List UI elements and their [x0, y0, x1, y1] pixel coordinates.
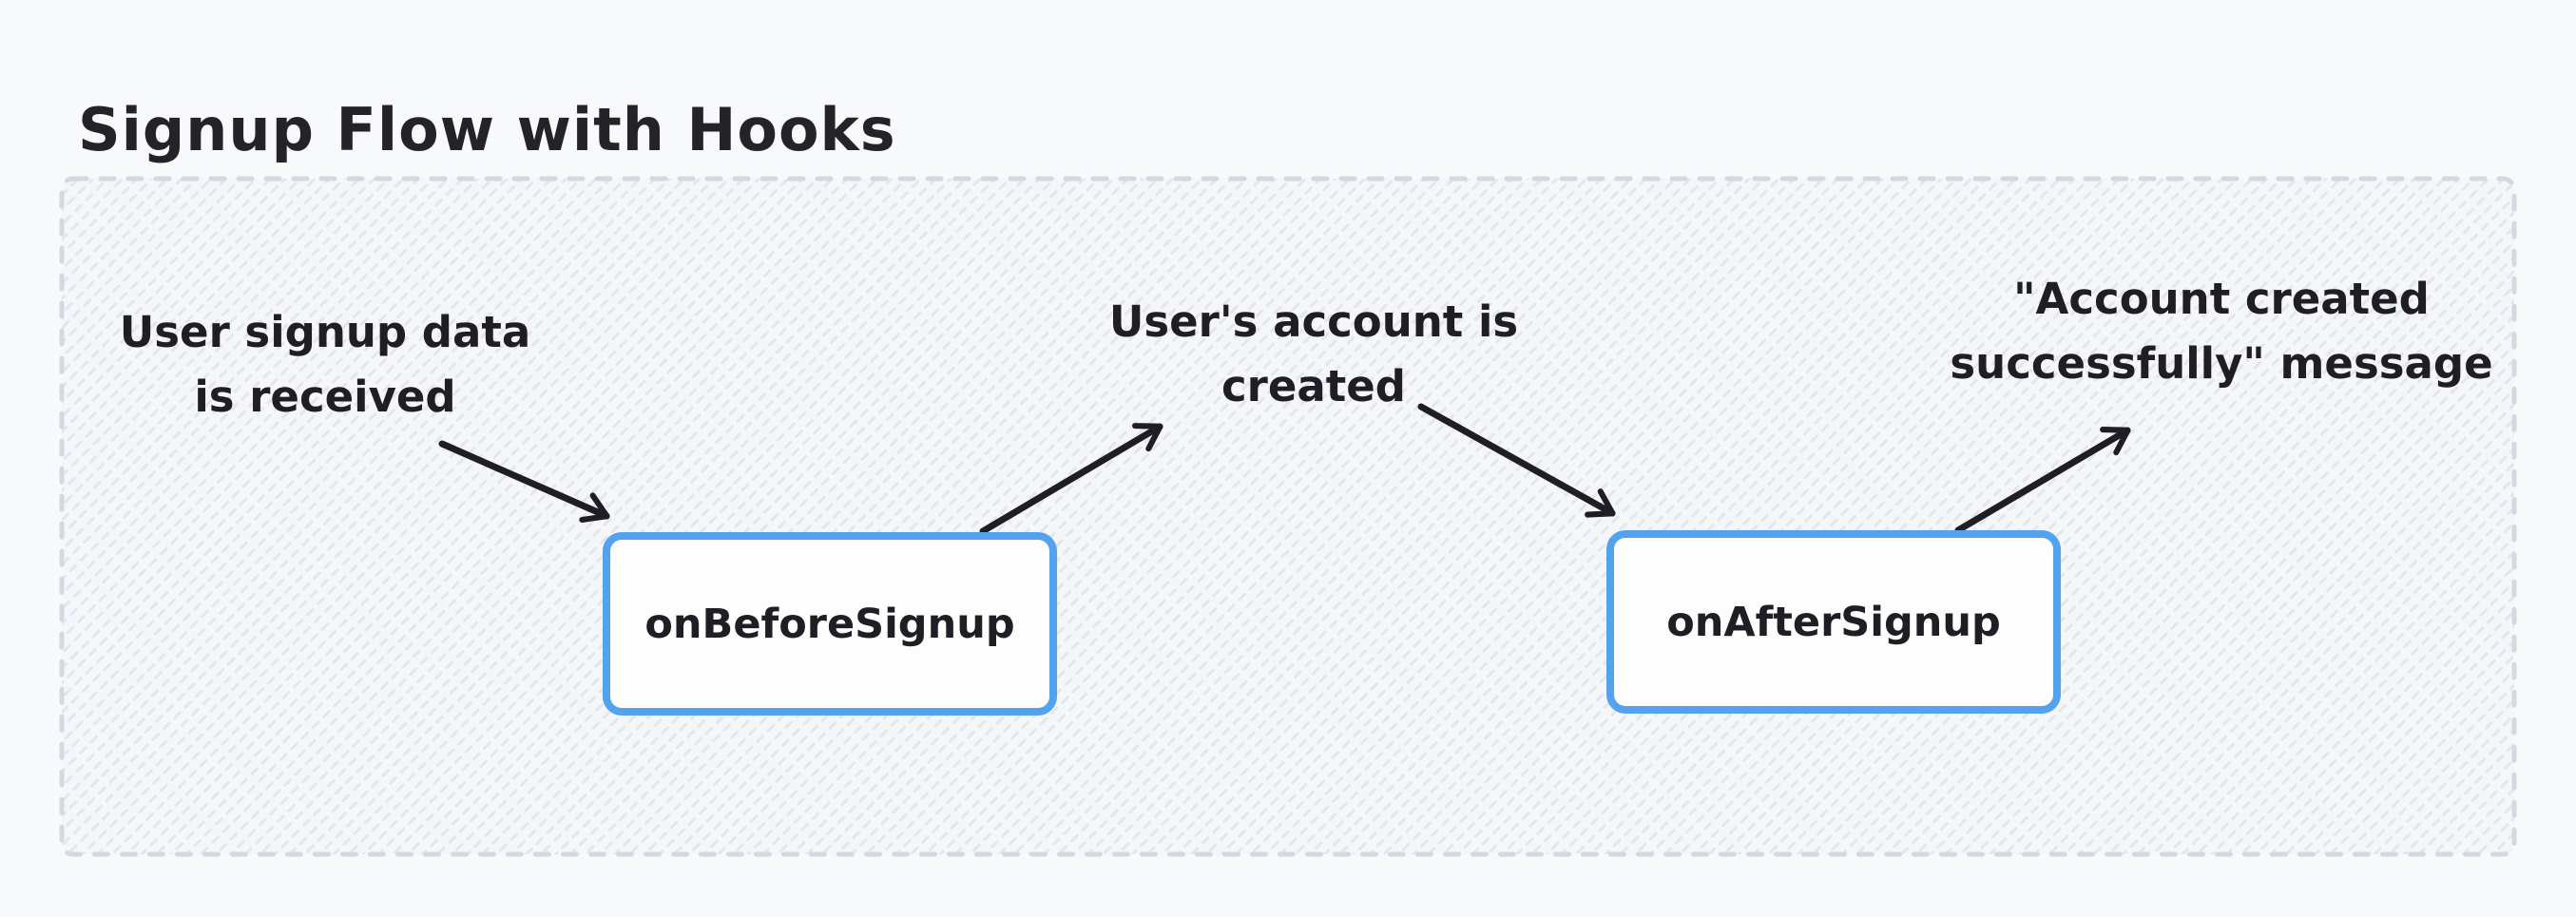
arrow-account-created-to-onaftersignup[interactable]: [1417, 403, 1616, 518]
annotation-line: User signup data: [119, 307, 531, 357]
page-title: Signup Flow with Hooks: [78, 94, 896, 164]
annotation-line: created: [1221, 361, 1406, 412]
node-onaftersignup[interactable]: onAfterSignup: [1606, 530, 2061, 714]
annotation-line: "Account created: [2013, 274, 2430, 324]
annotation-line: is received: [194, 372, 456, 423]
annotation-account-created[interactable]: User's account is created: [1076, 290, 1551, 420]
annotation-success-message[interactable]: "Account created successfully" message: [1917, 267, 2526, 397]
node-label: onBeforeSignup: [644, 600, 1015, 648]
node-label: onAfterSignup: [1666, 598, 2001, 646]
flow-frame: User signup data is received User's acco…: [59, 176, 2517, 857]
annotation-line: User's account is: [1108, 296, 1519, 347]
arrow-onaftersignup-to-success-message[interactable]: [1954, 427, 2131, 534]
annotation-signup-data[interactable]: User signup data is received: [87, 300, 563, 430]
frame-dashed-border: [59, 176, 2517, 857]
annotation-line: successfully" message: [1950, 338, 2493, 390]
node-onbeforesignup[interactable]: onBeforeSignup: [603, 532, 1057, 716]
arrow-signup-data-to-onbeforesignup[interactable]: [438, 440, 610, 524]
arrow-onbeforesignup-to-account-created[interactable]: [979, 423, 1163, 535]
